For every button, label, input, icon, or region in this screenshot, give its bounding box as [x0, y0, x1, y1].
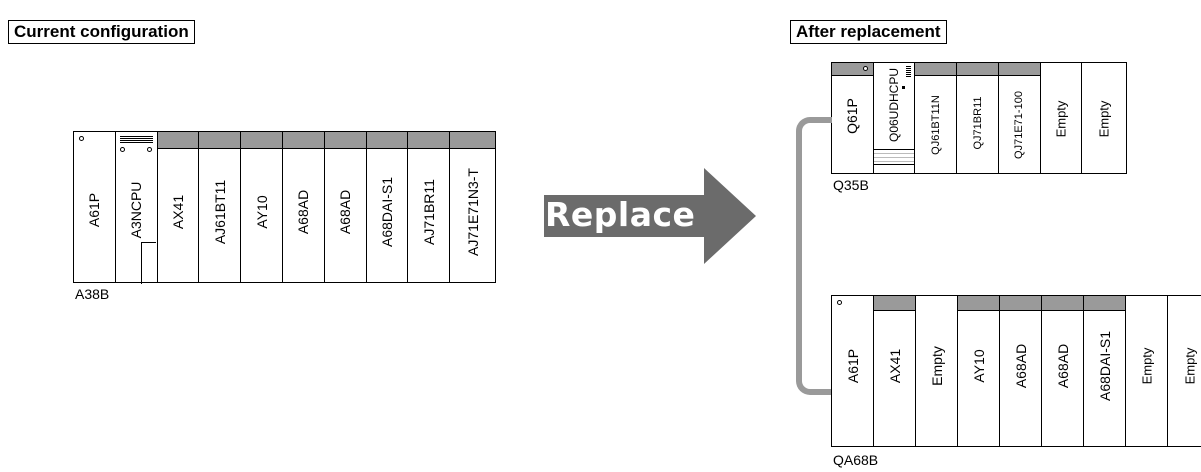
slot-label: Empty — [1053, 100, 1069, 138]
slot-label: AX41 — [169, 194, 186, 230]
slot-label: AX41 — [886, 348, 903, 384]
slot-module: AX41 — [874, 296, 916, 446]
slot-label: Q06UDHCPU — [886, 67, 901, 143]
slot-module: A68AD — [1000, 296, 1042, 446]
after-replacement-heading: After replacement — [790, 20, 947, 44]
replace-arrow: Replace — [540, 167, 758, 265]
slot-module: A68AD — [324, 132, 367, 282]
current-configuration-heading: Current configuration — [8, 20, 195, 44]
slot-module: QJ71BR11 — [957, 63, 999, 173]
slot-label: A68AD — [295, 189, 312, 235]
slot-module: A68AD — [282, 132, 325, 282]
slot-label: Empty — [1096, 100, 1112, 138]
slot-module: AJ61BT11 — [199, 132, 242, 282]
slot-label: AY10 — [970, 349, 987, 383]
slot-module: A68AD — [1042, 296, 1084, 446]
slot-power-supply: Q61P — [832, 63, 874, 173]
slot-module: AY10 — [958, 296, 1000, 446]
slot-power-supply: A61P — [74, 132, 116, 282]
slot-label: AY10 — [253, 195, 270, 229]
slot-empty: Empty — [1168, 296, 1201, 446]
slot-label: Empty — [928, 346, 945, 386]
slot-module: AX41 — [157, 132, 200, 282]
rack-a38b: A61P A3NCPU AX41 AJ61BT11 AY10 A68AD A68… — [73, 131, 496, 284]
slot-module: QJ71E71-100 — [998, 63, 1041, 173]
slot-power-supply: A61P — [832, 296, 874, 446]
slot-label: Empty — [1139, 347, 1154, 385]
rack-name-a38b: A38B — [75, 286, 110, 302]
slot-label: A61P — [86, 192, 103, 228]
slot-label: A68DAI-S1 — [378, 176, 395, 248]
slot-label: QJ71BR11 — [971, 96, 984, 150]
rack-name-qa68b: QA68B — [833, 452, 879, 468]
slot-empty: Empty — [1126, 296, 1168, 446]
slot-label: A68AD — [337, 189, 354, 235]
slot-label: A68DAI-S1 — [1096, 330, 1113, 402]
slot-label: A61P — [844, 348, 861, 384]
extension-cable — [796, 117, 832, 395]
slot-cpu: Q06UDHCPU — [873, 63, 916, 173]
slot-empty: Empty — [1041, 63, 1083, 173]
slot-empty: Empty — [916, 296, 958, 446]
slot-cpu: A3NCPU — [116, 132, 158, 284]
slot-label: A68AD — [1054, 343, 1071, 389]
rack-qa68b: A61P AX41 Empty AY10 A68AD A68AD A68DAI-… — [831, 295, 1201, 447]
slot-label: AJ71BR11 — [420, 179, 437, 245]
slot-label: AJ71E71N3-T — [464, 168, 481, 256]
rack-q35b: Q61P Q06UDHCPU QJ61BT11N QJ71BR11 QJ71E7… — [831, 62, 1127, 174]
replace-label: Replace — [545, 195, 696, 234]
slot-empty: Empty — [1082, 63, 1126, 173]
slot-module: A68DAI-S1 — [366, 132, 409, 282]
slot-module: A68DAI-S1 — [1084, 296, 1126, 446]
slot-label: Q61P — [844, 98, 861, 134]
slot-label: Empty — [1182, 347, 1198, 385]
slot-label: AJ61BT11 — [211, 179, 228, 245]
slot-label: A68AD — [1012, 343, 1029, 389]
slot-label: A3NCPU — [128, 181, 145, 239]
slot-module: AJ71E71N3-T — [450, 132, 495, 282]
rack-name-q35b: Q35B — [833, 177, 869, 193]
slot-module: QJ61BT11N — [915, 63, 958, 173]
arrow-shape — [544, 168, 756, 264]
slot-module: AY10 — [241, 132, 283, 282]
slot-label: QJ71E71-100 — [1013, 91, 1026, 159]
slot-module: AJ71BR11 — [408, 132, 451, 282]
slot-label: QJ61BT11N — [929, 95, 942, 155]
